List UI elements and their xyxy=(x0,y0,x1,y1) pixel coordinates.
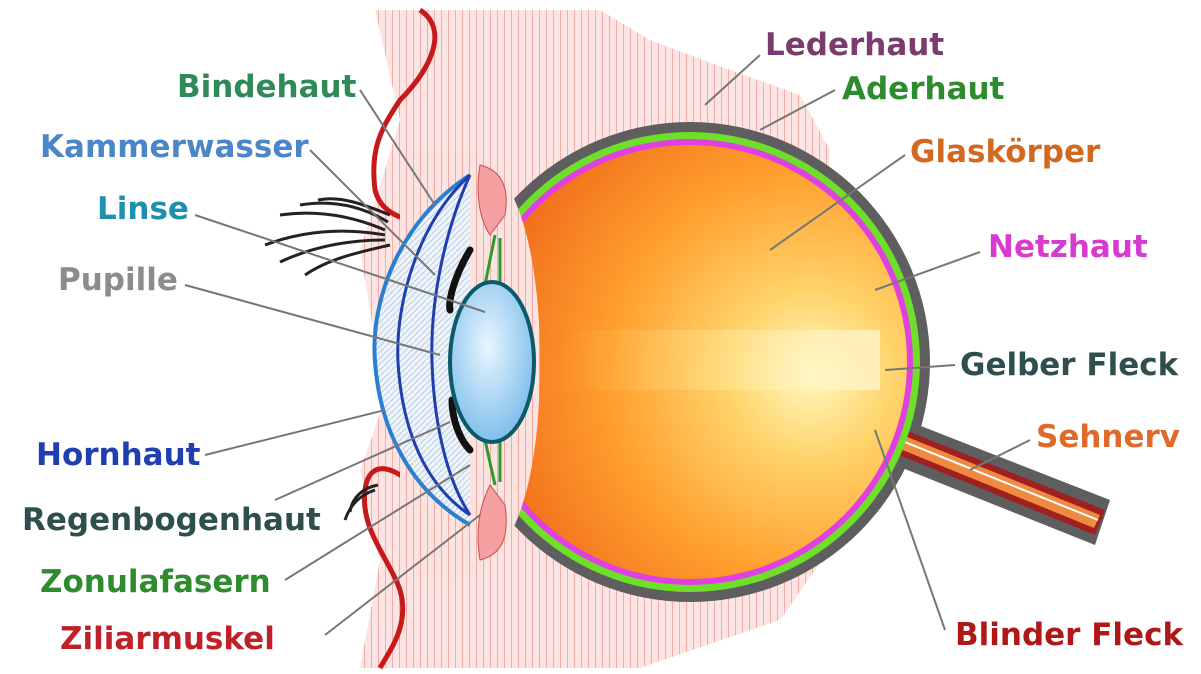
label-pupille: Pupille xyxy=(58,261,178,299)
label-hornhaut: Hornhaut xyxy=(36,436,200,474)
label-gelber-fleck: Gelber Fleck xyxy=(960,346,1178,384)
label-regenbogenhaut: Regenbogenhaut xyxy=(22,501,321,539)
label-blinder-fleck: Blinder Fleck xyxy=(955,616,1183,654)
label-sehnerv: Sehnerv xyxy=(1036,418,1180,456)
label-zonulafasern: Zonulafasern xyxy=(40,563,271,601)
lens xyxy=(450,282,534,442)
label-linse: Linse xyxy=(97,190,189,228)
label-kammerwasser: Kammerwasser xyxy=(40,128,309,166)
label-lederhaut: Lederhaut xyxy=(765,26,944,64)
label-netzhaut: Netzhaut xyxy=(988,228,1148,266)
label-glaskoerper: Glaskörper xyxy=(910,133,1100,171)
label-bindehaut: Bindehaut xyxy=(177,68,356,106)
label-aderhaut: Aderhaut xyxy=(842,70,1004,108)
label-ziliarmuskel: Ziliarmuskel xyxy=(60,620,275,658)
